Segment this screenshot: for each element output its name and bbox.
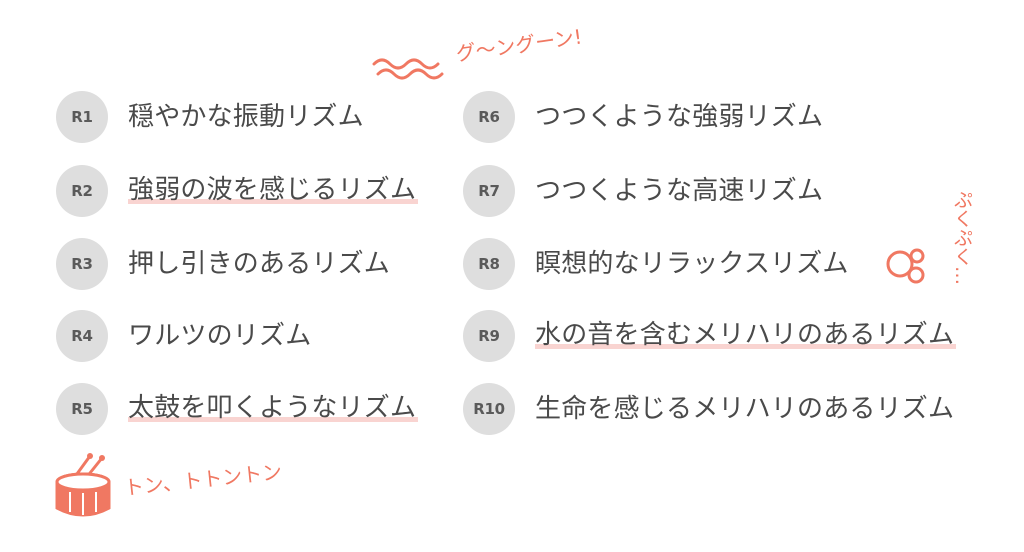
bubbles-icon: [886, 248, 925, 284]
wave-sound-text: グ〜ングーン!: [454, 24, 584, 66]
rhythm-label: つつくような強弱リズム: [535, 102, 824, 132]
rhythm-item-r8: R8 瞑想的なリラックスリズム: [463, 238, 849, 290]
rhythm-label: 押し引きのあるリズム: [128, 249, 391, 279]
rhythm-item-r1: R1 穏やかな振動リズム: [56, 91, 364, 143]
rhythm-badge: R10: [463, 383, 515, 435]
rhythm-item-r6: R6 つつくような強弱リズム: [463, 91, 823, 143]
drum-icon: [55, 453, 111, 517]
drum-sound-text: トン、トトントン: [122, 459, 284, 500]
rhythm-label: 生命を感じるメリハリのあるリズム: [535, 394, 955, 424]
rhythm-badge: R2: [56, 165, 108, 217]
rhythm-item-r5: R5 太鼓を叩くようなリズム: [56, 383, 419, 435]
rhythm-item-r9: R9 水の音を含むメリハリのあるリズム: [463, 310, 957, 362]
rhythm-label: 穏やかな振動リズム: [128, 102, 364, 132]
rhythm-item-r7: R7 つつくような高速リズム: [463, 165, 823, 217]
wave-icon: [372, 58, 444, 80]
rhythm-label: ワルツのリズム: [128, 321, 312, 351]
rhythm-item-r4: R4 ワルツのリズム: [56, 310, 311, 362]
rhythm-item-r2: R2 強弱の波を感じるリズム: [56, 165, 419, 217]
rhythm-badge: R4: [56, 310, 108, 362]
rhythm-badge: R5: [56, 383, 108, 435]
rhythm-label-highlighted: 強弱の波を感じるリズム: [128, 175, 419, 205]
rhythm-badge: R8: [463, 238, 515, 290]
rhythm-label: つつくような高速リズム: [535, 176, 824, 206]
rhythm-label-highlighted: 水の音を含むメリハリのあるリズム: [535, 320, 957, 350]
rhythm-item-r10: R10 生命を感じるメリハリのあるリズム: [463, 383, 954, 435]
rhythm-badge: R7: [463, 165, 515, 217]
rhythm-badge: R9: [463, 310, 515, 362]
rhythm-label-highlighted: 太鼓を叩くようなリズム: [128, 393, 419, 423]
rhythm-badge: R3: [56, 238, 108, 290]
rhythm-item-r3: R3 押し引きのあるリズム: [56, 238, 390, 290]
rhythm-badge: R6: [463, 91, 515, 143]
bubble-sound-text: ぷくぷく…: [951, 190, 973, 285]
rhythm-label: 瞑想的なリラックスリズム: [535, 249, 849, 279]
rhythm-badge: R1: [56, 91, 108, 143]
